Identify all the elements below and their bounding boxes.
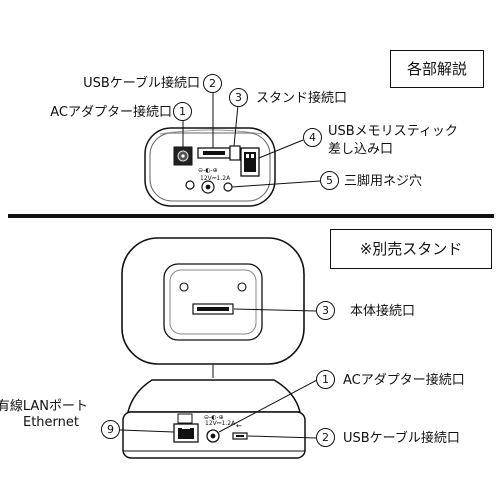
usb-memory-slot — [240, 147, 260, 177]
callout-ethernet-label-line2: Ethernet — [23, 415, 79, 430]
top-device-rating: 12V⎓1.2A — [200, 175, 231, 182]
callout-usb-cable-number: 2 — [203, 74, 222, 93]
callout-usb-memory-number: 4 — [303, 128, 322, 147]
callout-tripod-label: 三脚用ネジ穴 — [344, 174, 423, 189]
callout-stand-connector-label: スタンド接続口 — [256, 91, 348, 106]
bottom-leader-lines — [119, 308, 318, 439]
callout-body-connector-label: 本体接続口 — [350, 304, 416, 319]
callout-ethernet-label-line1: 有線LANポート — [0, 399, 88, 414]
usb-cable-port — [197, 147, 231, 159]
callout-usb-cable-label: USBケーブル接続口 — [83, 76, 200, 91]
callout-body-connector-number: 3 — [316, 301, 335, 320]
section-divider — [8, 214, 494, 218]
stand-usb-cable-port: ⇜ — [232, 422, 248, 440]
svg-text:⇜: ⇜ — [236, 422, 242, 430]
callout-usb-memory-label-line1: USBメモリスティック — [328, 124, 458, 139]
callout-usb-memory-label-line2: 差し込み口 — [328, 142, 394, 157]
stand-main-connector — [192, 303, 234, 315]
callout-ethernet-number: 9 — [101, 420, 120, 439]
callout-ac-adapter-label: ACアダプター接続口 — [50, 105, 172, 120]
ethernet-port — [173, 413, 199, 443]
stand-power-marking-symbol: ⊖-◐-⊕ — [204, 414, 224, 421]
callout-tripod-number: 5 — [320, 171, 339, 190]
callout-stand-usb-label: USBケーブル接続口 — [343, 431, 460, 446]
tripod-screw-holes — [185, 180, 233, 194]
ac-adapter-port — [173, 146, 193, 166]
callout-stand-usb-number: 2 — [316, 428, 335, 447]
top-power-marking: ⊖-◐-⊕ — [198, 167, 218, 174]
top-leader-lines — [182, 93, 321, 188]
stand-top-view — [121, 237, 305, 365]
top-section-title: 各部解説 — [390, 50, 484, 88]
callout-stand-ac-number: 1 — [316, 370, 335, 389]
callout-ac-adapter-number: 1 — [173, 102, 192, 121]
stand-device-rating: 12V⎓1.2A — [205, 420, 236, 427]
stand-ac-adapter-port — [206, 429, 220, 443]
callout-stand-ac-label: ACアダプター接続口 — [343, 373, 465, 388]
bottom-section-title: ※別売スタンド — [330, 229, 492, 269]
callout-stand-connector-number: 3 — [229, 88, 248, 107]
stand-connector — [229, 145, 241, 161]
